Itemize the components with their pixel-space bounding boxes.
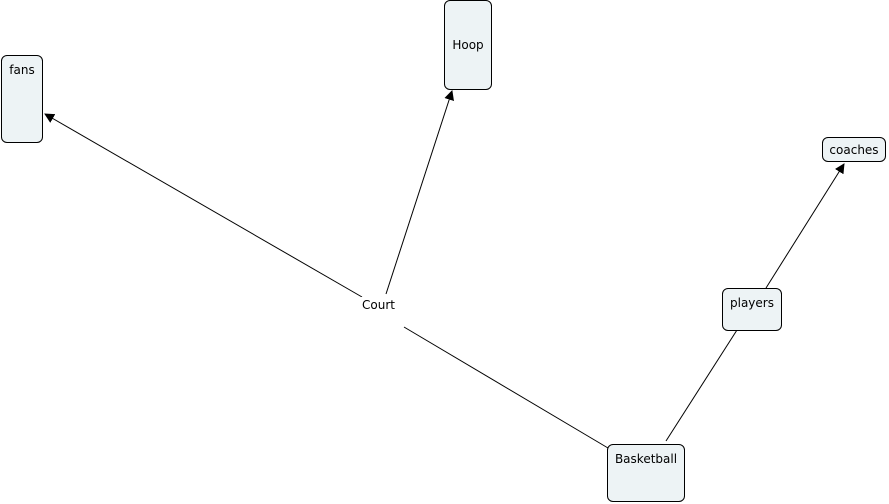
- connection-court-hoop: [385, 90, 454, 295]
- node-hoop-label: Hoop: [452, 38, 484, 52]
- node-basketball[interactable]: Basketball: [607, 444, 685, 502]
- connection-players-coaches: [765, 163, 845, 289]
- node-players[interactable]: players: [722, 288, 782, 331]
- linking-phrase-court-label: Court: [362, 298, 395, 312]
- node-coaches[interactable]: coaches: [822, 137, 886, 162]
- connection-basketball-court: [403, 326, 609, 449]
- node-coaches-label: coaches: [829, 142, 879, 157]
- linking-phrase-court[interactable]: Court: [359, 297, 398, 313]
- node-basketball-label: Basketball: [614, 452, 678, 466]
- node-players-label: players: [730, 296, 774, 310]
- connection-basketball-players: [665, 329, 738, 442]
- node-fans[interactable]: fans: [1, 55, 43, 143]
- node-fans-label: fans: [9, 63, 35, 77]
- node-hoop[interactable]: Hoop: [444, 0, 492, 90]
- connection-court-fans: [44, 113, 363, 298]
